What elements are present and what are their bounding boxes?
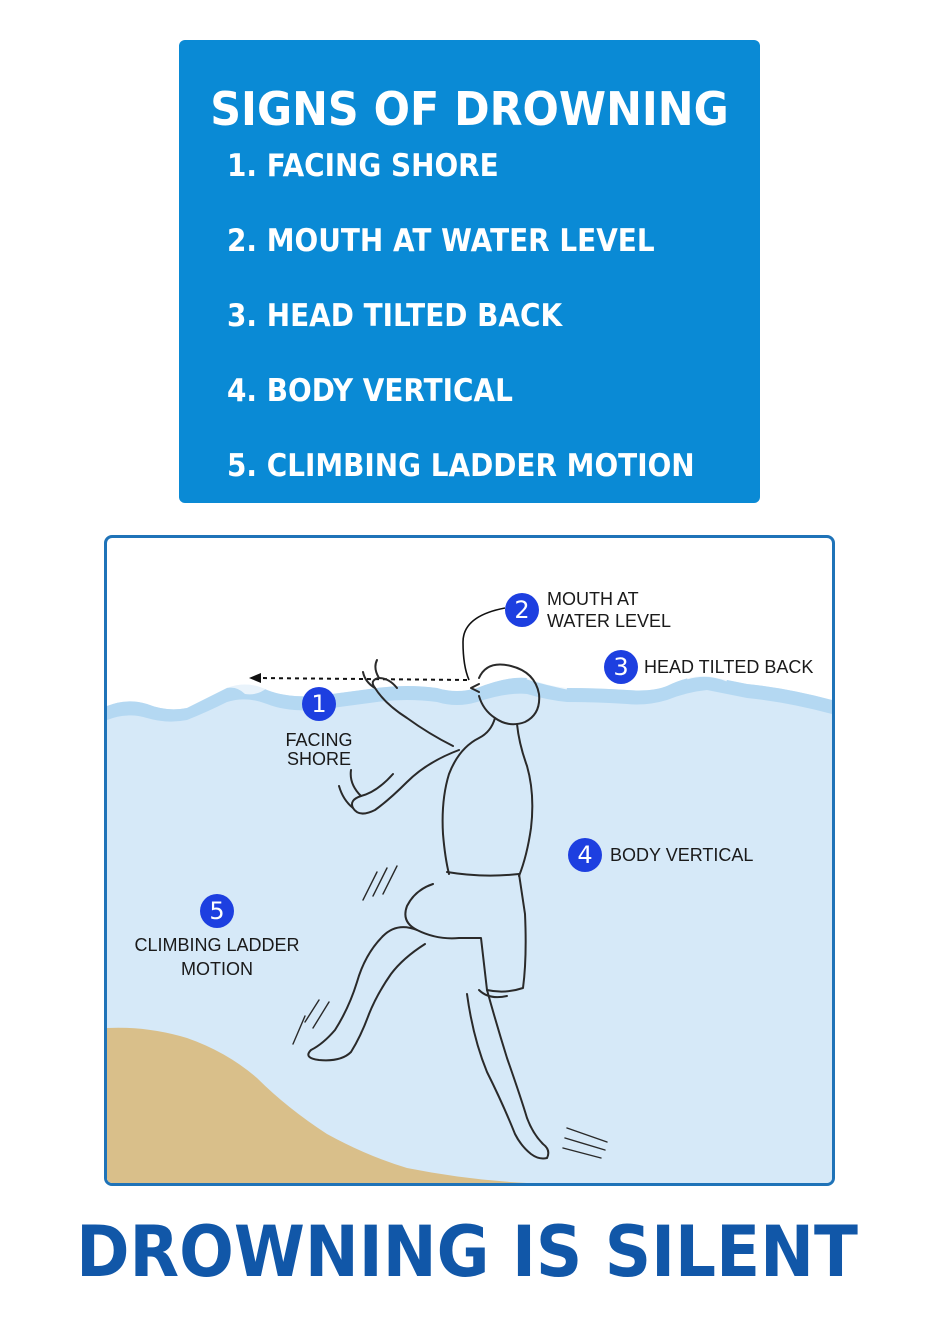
- drowning-illustration: 1 FACING SHORE 2 MOUTH AT WATER LEVEL 3 …: [104, 535, 835, 1186]
- facing-shore-arrow: [256, 677, 468, 681]
- sign-item-5: 5. CLIMBING LADDER MOTION: [227, 448, 695, 484]
- callout-climbing-ladder: 5 CLIMBING LADDER MOTION: [127, 894, 307, 980]
- callout-facing-shore: 1 FACING SHORE: [264, 687, 374, 770]
- callout-mouth-water-level: 2 MOUTH AT WATER LEVEL: [505, 588, 671, 632]
- arrow-head: [249, 673, 261, 683]
- callout-facing-shore-line2: SHORE: [286, 749, 351, 769]
- callout-facing-shore-line1: FACING: [285, 730, 353, 750]
- badge-4: 4: [568, 838, 602, 872]
- signs-title: SIGNS OF DROWNING: [210, 82, 729, 136]
- badge-2: 2: [505, 593, 539, 627]
- footer-slogan: DROWNING IS SILENT: [76, 1211, 858, 1293]
- water-area: [107, 676, 832, 1183]
- callout-mouth-line1: MOUTH AT: [547, 589, 639, 609]
- callout-head-tilted-back: 3 HEAD TILTED BACK: [604, 650, 813, 684]
- sand-shore: [107, 1027, 527, 1183]
- signs-of-drowning-box: SIGNS OF DROWNING 1. FACING SHORE 2. MOU…: [179, 40, 760, 503]
- callout-head-text: HEAD TILTED BACK: [644, 657, 814, 677]
- callout-mouth-text: MOUTH AT WATER LEVEL: [547, 588, 671, 632]
- sign-item-1: 1. FACING SHORE: [227, 148, 499, 184]
- callout-ladder-line1: CLIMBING LADDER: [134, 935, 300, 955]
- swimmer-figure: [292, 659, 608, 1160]
- sign-item-2: 2. MOUTH AT WATER LEVEL: [227, 223, 655, 259]
- callout-mouth-line2: WATER LEVEL: [547, 611, 672, 631]
- mouth-pointer: [462, 607, 506, 681]
- badge-3: 3: [604, 650, 638, 684]
- scene-drawing: [107, 607, 832, 1183]
- callout-ladder-line2: MOTION: [181, 959, 253, 979]
- sign-item-4: 4. BODY VERTICAL: [227, 373, 513, 409]
- signs-list: 1. FACING SHORE 2. MOUTH AT WATER LEVEL …: [227, 148, 747, 523]
- callout-body-text: BODY VERTICAL: [610, 845, 754, 865]
- badge-5: 5: [200, 894, 234, 928]
- callout-body-vertical: 4 BODY VERTICAL: [568, 838, 753, 872]
- wave-crest: [107, 676, 832, 722]
- sign-item-3: 3. HEAD TILTED BACK: [227, 298, 563, 334]
- badge-1: 1: [302, 687, 336, 721]
